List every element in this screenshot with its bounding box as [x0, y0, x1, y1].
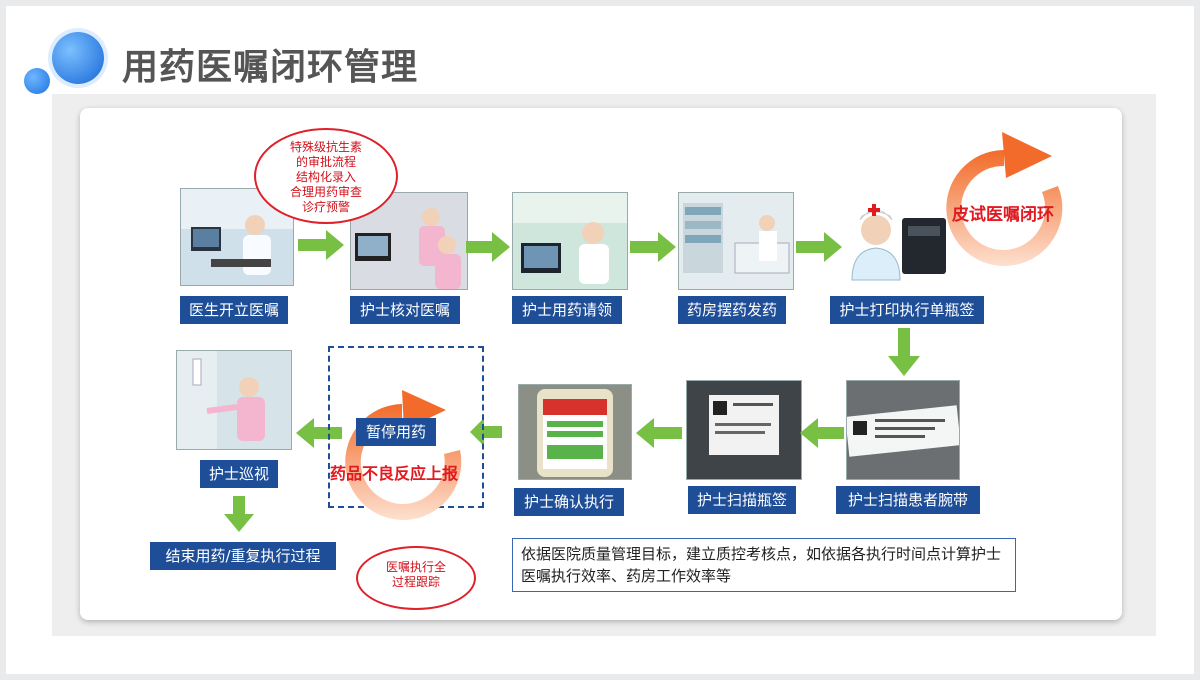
step-scan-bottle-label: 护士扫描瓶签 [688, 486, 796, 514]
step-print-labels: 护士打印执行单瓶签 [830, 296, 984, 324]
bubble-line: 合理用药审查 [289, 185, 362, 199]
bubble-line: 医嘱执行全 [385, 560, 446, 574]
step-pause-medication: 暂停用药 [356, 418, 436, 446]
nurse-printer-icon [846, 190, 950, 284]
bubble-line: 特殊级抗生素 [289, 140, 362, 154]
step-nurse-check-order: 护士核对医嘱 [350, 296, 460, 324]
step-pharmacy-dispense: 药房摆药发药 [678, 296, 786, 324]
arrow-right-icon [466, 232, 510, 262]
bubble-line: 过程跟踪 [391, 575, 440, 589]
quality-note: 依据医院质量管理目标，建立质控考核点，如依据各执行时间点计算护士医嘱执行效率、药… [512, 538, 1016, 592]
nurse-computer-photo [512, 192, 628, 290]
arrow-right-icon [796, 232, 842, 262]
step-nurse-confirm: 护士确认执行 [514, 488, 624, 516]
arrow-left-icon [296, 418, 342, 448]
bubble-line: 诊疗预警 [301, 200, 350, 214]
step-scan-wristband: 护士扫描患者腕带 [836, 486, 980, 514]
arrow-down-icon [224, 496, 254, 532]
page-title: 用药医嘱闭环管理 [122, 47, 419, 88]
step-nurse-request-medication: 护士用药请领 [512, 296, 622, 324]
bottle-label-photo [686, 380, 802, 480]
step-doctor-order: 医生开立医嘱 [180, 296, 288, 324]
decor-dot-small [24, 68, 50, 94]
trace-bubble: 医嘱执行全 过程跟踪 [356, 546, 476, 610]
bubble-line: 结构化录入 [295, 170, 356, 184]
skin-test-cycle-icon [946, 132, 1063, 266]
skin-test-cycle-label: 皮试医嘱闭环 [952, 205, 1054, 225]
arrow-right-icon [630, 232, 676, 262]
step-nurse-rounds: 护士巡视 [200, 460, 278, 488]
nurse-rounds-photo [176, 350, 292, 450]
adverse-reaction-report-label: 药品不良反应上报 [330, 464, 459, 483]
arrow-left-icon [636, 418, 682, 448]
wristband-photo [846, 380, 960, 480]
decor-dot-large [52, 32, 104, 84]
handheld-scanner-photo [518, 384, 632, 480]
arrow-left-icon [800, 418, 844, 448]
antibiotic-approval-bubble: 特殊级抗生素 的审批流程 结构化录入 合理用药审查 诊疗预警 [254, 128, 398, 224]
step-end-or-repeat: 结束用药/重复执行过程 [150, 542, 336, 570]
bubble-line: 的审批流程 [295, 155, 356, 169]
arrow-left-icon [470, 418, 502, 446]
arrow-down-icon [888, 328, 920, 376]
arrow-right-icon [298, 230, 344, 260]
pharmacy-shelves-photo [678, 192, 794, 290]
